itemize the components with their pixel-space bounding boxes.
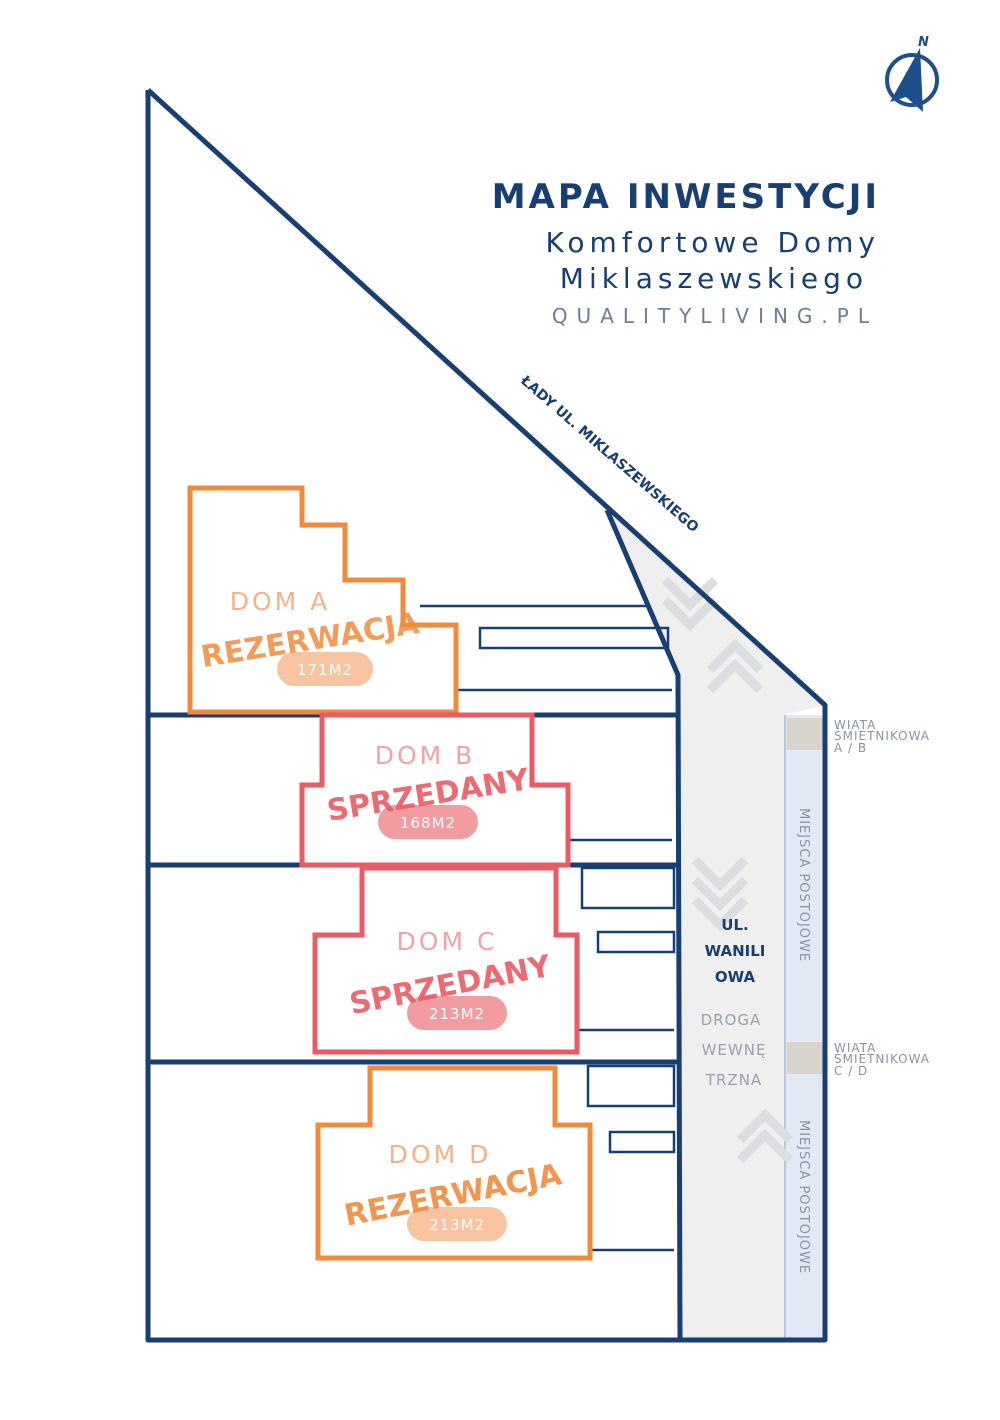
house-b[interactable]: DOM B 168M2 SPRZEDANY bbox=[299, 712, 571, 868]
bin-ab-label-3: A / B bbox=[834, 741, 867, 755]
bin-ab-label-2: ŚMIETNIKOWA bbox=[834, 728, 930, 743]
house-b-name: DOM B bbox=[375, 741, 476, 770]
parking-strip bbox=[785, 715, 825, 1340]
website-label: QUALITYLIVING.PL bbox=[552, 304, 878, 328]
subtitle-line-1: Komfortowe Domy bbox=[545, 226, 880, 259]
internal-road-name-2: WANILI bbox=[705, 942, 766, 960]
house-c-area: 213M2 bbox=[429, 1005, 485, 1023]
bin-ab-label-1: WIATA bbox=[834, 718, 876, 732]
driveways bbox=[420, 604, 676, 1252]
house-a-name: DOM A bbox=[230, 587, 331, 616]
internal-road-desc-1: DROGA bbox=[701, 1011, 762, 1029]
house-a-area-badge bbox=[277, 652, 373, 686]
parking-label-2: MIEJSCA POSTOJOWE bbox=[796, 1120, 811, 1274]
compass-icon: N bbox=[885, 35, 939, 112]
house-a[interactable]: DOM A 171M2 REZERWACJA bbox=[187, 485, 459, 715]
house-a-area: 171M2 bbox=[297, 661, 353, 679]
house-d-area: 213M2 bbox=[429, 1216, 485, 1234]
bin-cd-label-3: C / D bbox=[834, 1064, 868, 1078]
bin-shelter-ab bbox=[787, 718, 823, 750]
page-title: MAPA INWESTYCJI bbox=[492, 177, 880, 217]
bin-shelter-cd bbox=[787, 1042, 823, 1074]
house-c-area-badge bbox=[407, 996, 507, 1030]
bin-cd-label-1: WIATA bbox=[834, 1041, 876, 1055]
bin-cd-label-2: ŚMIETNIKOWA bbox=[834, 1051, 930, 1066]
internal-road-name-1: UL. bbox=[721, 916, 748, 934]
house-d-area-badge bbox=[407, 1207, 507, 1241]
house-b-area-badge bbox=[378, 805, 478, 839]
house-b-outline bbox=[299, 712, 571, 868]
internal-road-desc-2: WEWNĘ bbox=[702, 1041, 767, 1059]
internal-road-desc-3: TRZNA bbox=[705, 1071, 762, 1089]
house-c-outline bbox=[312, 865, 580, 1055]
compass-north-label: N bbox=[918, 35, 929, 50]
house-d-outline bbox=[315, 1065, 593, 1261]
house-a-outline bbox=[187, 485, 459, 715]
house-d[interactable]: DOM D 213M2 REZERWACJA bbox=[315, 1065, 593, 1261]
subtitle-line-2: Miklaszewskiego bbox=[560, 262, 868, 295]
internal-road-name-3: OWA bbox=[715, 968, 756, 986]
house-d-name: DOM D bbox=[389, 1140, 492, 1169]
parking-label-1: MIEJSCA POSTOJOWE bbox=[796, 808, 811, 962]
direction-chevrons bbox=[661, 576, 794, 1164]
house-b-area: 168M2 bbox=[400, 814, 456, 832]
house-c[interactable]: DOM C 213M2 SPRZEDANY bbox=[312, 865, 580, 1055]
house-c-name: DOM C bbox=[397, 927, 498, 956]
